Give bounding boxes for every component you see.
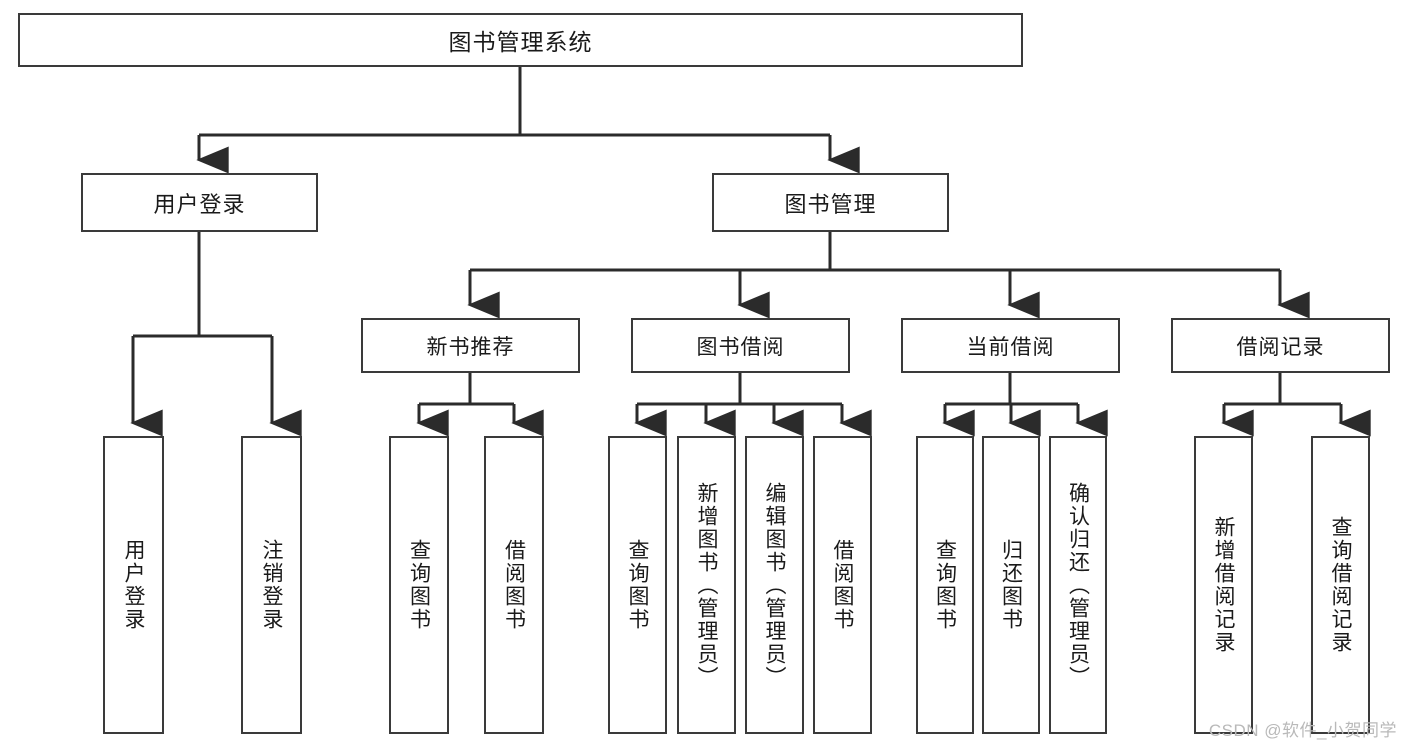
node-leaves-3[interactable]: 借阅图书 (484, 436, 544, 734)
node-leaves-10-label: 确认归还（管理员） (1066, 481, 1090, 689)
node-leaves-10[interactable]: 确认归还（管理员） (1049, 436, 1107, 734)
node-leaves-12[interactable]: 查询借阅记录 (1311, 436, 1370, 734)
node-level2-0-label: 用户登录 (153, 191, 246, 217)
node-level3-1[interactable]: 图书借阅 (631, 318, 850, 373)
watermark: CSDN @软件_小贺同学 (1208, 721, 1397, 740)
node-leaves-6[interactable]: 编辑图书（管理员） (745, 436, 804, 734)
node-leaves-3-label: 借阅图书 (502, 539, 526, 631)
node-leaves-5-label: 新增图书（管理员） (695, 481, 718, 689)
node-leaves-6-label: 编辑图书（管理员） (763, 481, 786, 689)
node-leaves-0-label: 用户登录 (122, 539, 145, 631)
node-root-label: 图书管理系统 (448, 29, 593, 55)
node-leaves-7-label: 借阅图书 (831, 539, 854, 631)
node-leaves-4[interactable]: 查询图书 (608, 436, 667, 734)
node-leaves-5[interactable]: 新增图书（管理员） (677, 436, 736, 734)
node-level3-1-label: 图书借阅 (696, 335, 785, 359)
node-level2-1-label: 图书管理 (784, 191, 877, 217)
node-leaves-2[interactable]: 查询图书 (389, 436, 449, 734)
node-leaves-4-label: 查询图书 (626, 539, 649, 631)
node-leaves-7[interactable]: 借阅图书 (813, 436, 872, 734)
node-level3-3[interactable]: 借阅记录 (1171, 318, 1390, 373)
node-leaves-11-label: 新增借阅记录 (1212, 516, 1235, 654)
node-level3-2-label: 当前借阅 (966, 335, 1055, 359)
node-leaves-8[interactable]: 查询图书 (916, 436, 974, 734)
node-leaves-12-label: 查询借阅记录 (1329, 516, 1352, 654)
node-root[interactable]: 图书管理系统 (18, 13, 1023, 67)
node-level2-1[interactable]: 图书管理 (712, 173, 949, 232)
node-level3-3-label: 借阅记录 (1236, 335, 1325, 359)
node-level3-2[interactable]: 当前借阅 (901, 318, 1120, 373)
node-leaves-9-label: 归还图书 (999, 539, 1023, 631)
node-level3-0[interactable]: 新书推荐 (361, 318, 580, 373)
node-leaves-9[interactable]: 归还图书 (982, 436, 1040, 734)
node-leaves-0[interactable]: 用户登录 (103, 436, 164, 734)
node-leaves-11[interactable]: 新增借阅记录 (1194, 436, 1253, 734)
node-leaves-1-label: 注销登录 (260, 539, 283, 631)
node-leaves-1[interactable]: 注销登录 (241, 436, 302, 734)
node-level2-0[interactable]: 用户登录 (81, 173, 318, 232)
node-leaves-8-label: 查询图书 (933, 539, 957, 631)
node-leaves-2-label: 查询图书 (407, 539, 431, 631)
node-level3-0-label: 新书推荐 (426, 335, 515, 359)
